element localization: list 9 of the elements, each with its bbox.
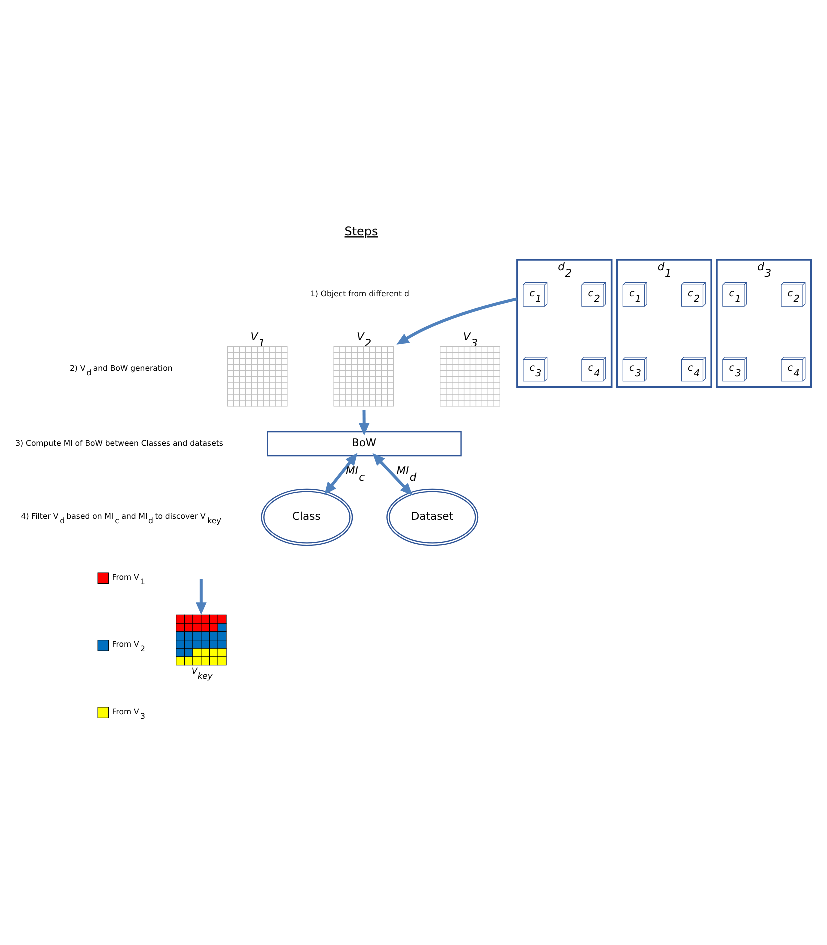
node-box: BoW [267,430,462,456]
arrow [372,452,413,496]
node-ellipse: Dataset [386,488,479,546]
arrow [196,578,207,615]
arrow [396,297,518,344]
node-ellipse: Class [261,488,354,546]
arrow [324,452,358,494]
label: Steps [344,224,378,238]
arrow [358,410,370,436]
